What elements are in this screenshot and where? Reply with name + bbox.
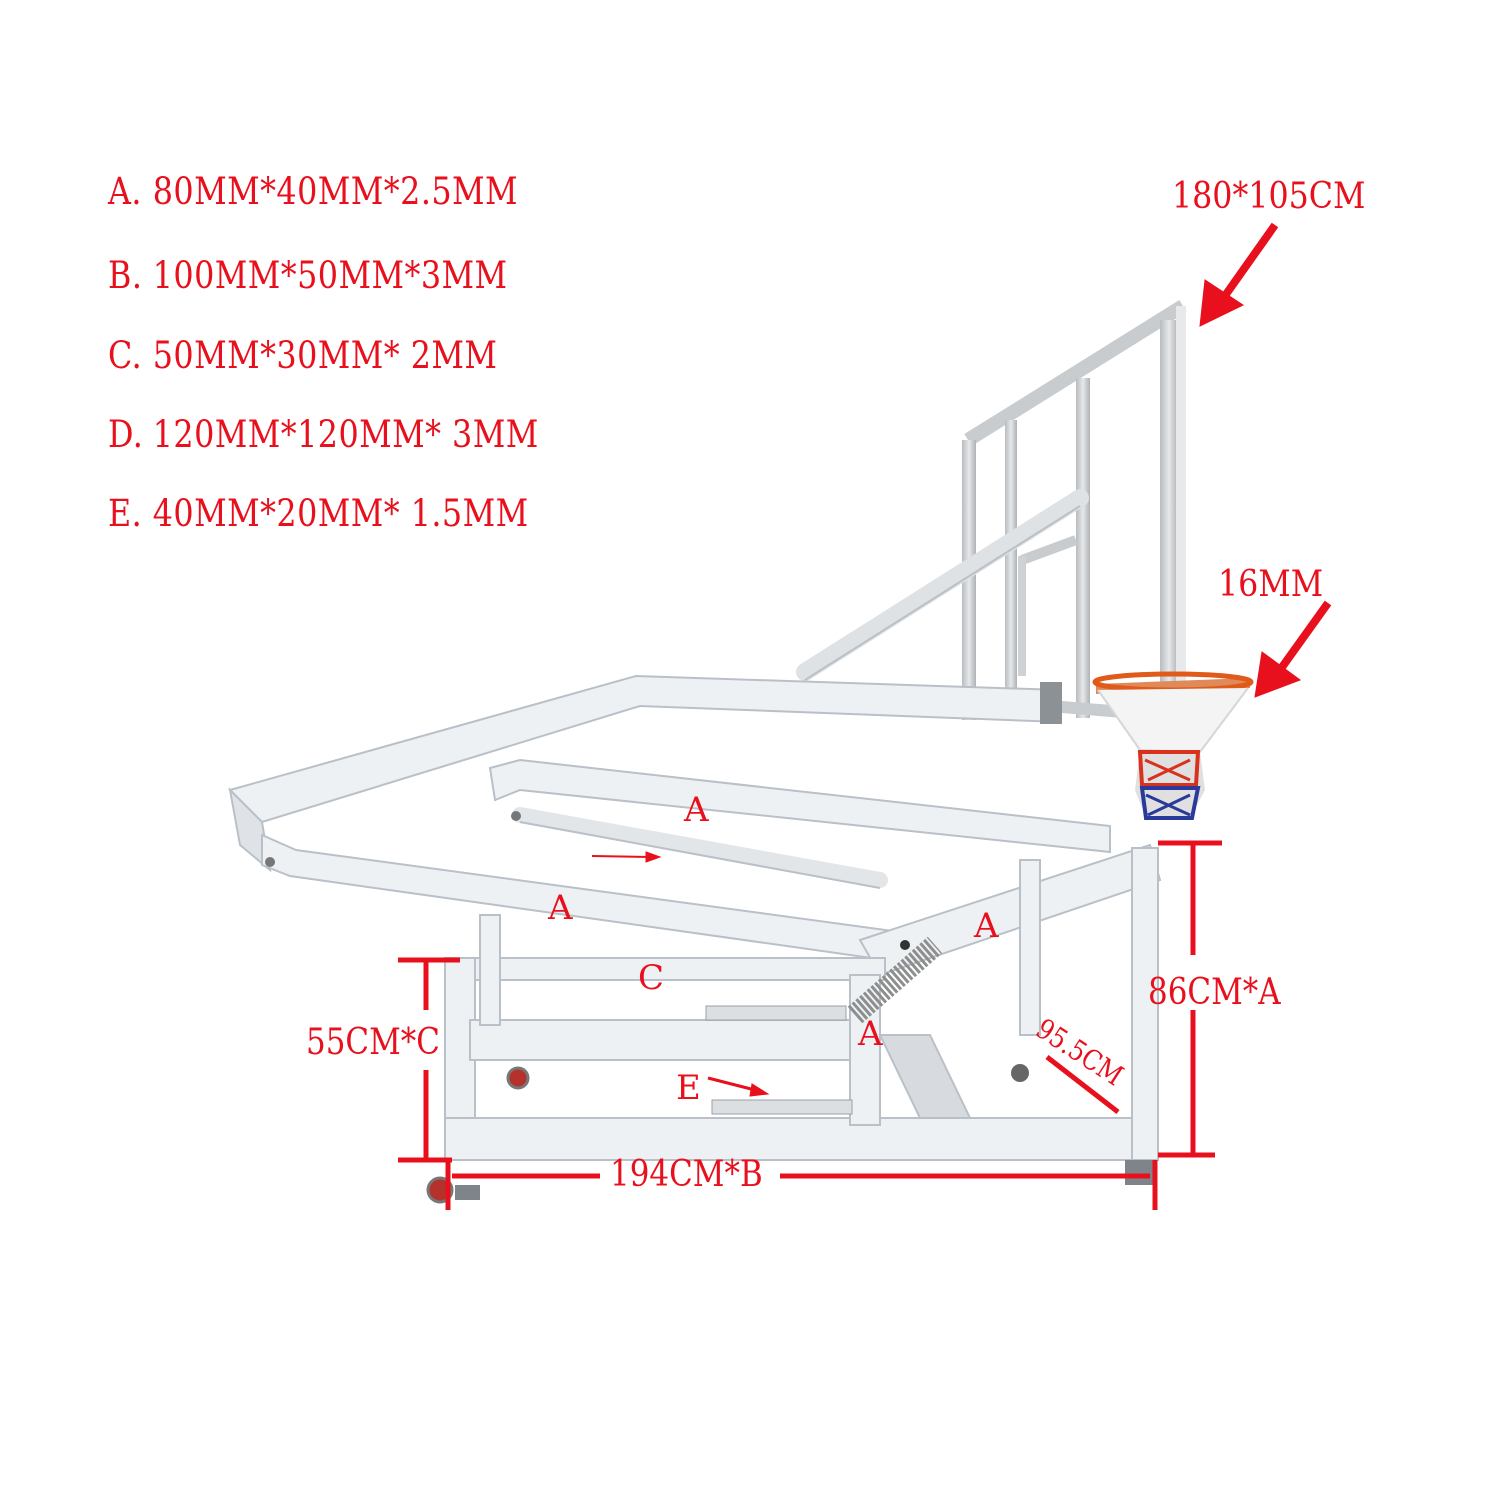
- rim-and-net: [1092, 671, 1254, 820]
- legend-spec: 50MM*30MM* 2MM: [152, 334, 498, 377]
- member-label-front-post: A: [858, 1014, 883, 1054]
- legend-key: A.: [108, 170, 142, 213]
- member-label-upper-arm: A: [684, 790, 709, 830]
- backboard-size-label: 180*105CM: [1172, 176, 1366, 217]
- legend-key: B.: [108, 254, 143, 297]
- legend-item-b: B.100MM*50MM*3MM: [108, 254, 508, 297]
- legend-key: C.: [108, 334, 143, 377]
- legend-spec: 100MM*50MM*3MM: [152, 254, 508, 297]
- legend-key: E.: [108, 492, 143, 535]
- legend-item-c: C.50MM*30MM* 2MM: [108, 334, 497, 377]
- dimension-annotations: [398, 222, 1332, 1210]
- member-label-spring: E: [676, 1068, 701, 1108]
- member-label-right-arm: A: [974, 906, 999, 946]
- front-height-label: 55CM*C: [306, 1022, 440, 1063]
- lower-arm: [261, 833, 901, 964]
- upper-arm: [488, 758, 1111, 889]
- legend-item-e: E.40MM*20MM* 1.5MM: [108, 492, 529, 535]
- base-frame: [444, 847, 1159, 1161]
- legend-item-a: A.80MM*40MM*2.5MM: [108, 170, 518, 213]
- legend-item-d: D.120MM*120MM* 3MM: [108, 413, 539, 456]
- rim-diameter-label: 16MM: [1218, 564, 1324, 605]
- right-arm: [858, 843, 1162, 977]
- legend-key: D.: [108, 413, 144, 456]
- legend-spec: 80MM*40MM*2.5MM: [152, 170, 519, 213]
- height-label: 86CM*A: [1148, 972, 1281, 1013]
- member-label-lower-arm: A: [548, 888, 573, 928]
- support-strut: [796, 489, 1089, 681]
- lift-spring: [705, 936, 943, 1115]
- length-label: 194CM*B: [610, 1154, 763, 1195]
- legend-spec: 40MM*20MM* 1.5MM: [152, 492, 529, 535]
- member-label-crossbar: C: [638, 958, 665, 998]
- legend-spec: 120MM*120MM* 3MM: [152, 413, 539, 456]
- upper-boom: [228, 674, 1062, 873]
